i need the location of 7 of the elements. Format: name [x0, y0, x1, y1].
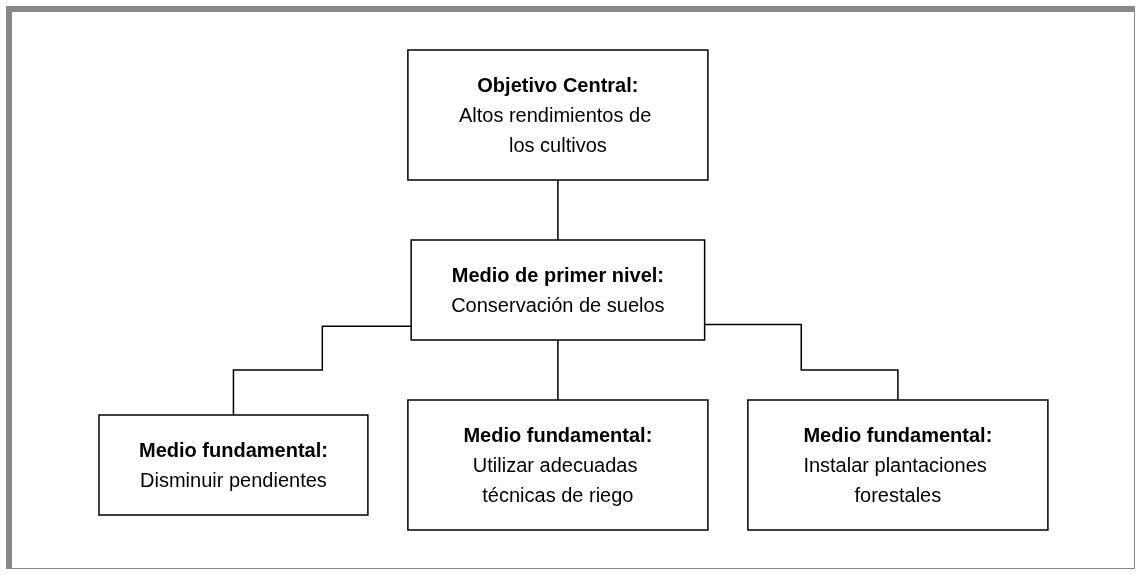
connector: [556, 179, 559, 241]
node-box: Medio fundamental: Utilizar adecuadas técnicas de riego: [406, 399, 709, 531]
node-box: Medio fundamental: Disminuir pendientes: [97, 414, 369, 516]
node-box: Medio fundamental: Instalar plantaciones forestales: [746, 399, 1049, 531]
node-box: Medio de primer nivel: Conservación de suelos: [409, 239, 705, 341]
node-box: Objetivo Central: Altos rendimientos de los cultivos: [406, 49, 709, 181]
connector: [556, 339, 559, 401]
